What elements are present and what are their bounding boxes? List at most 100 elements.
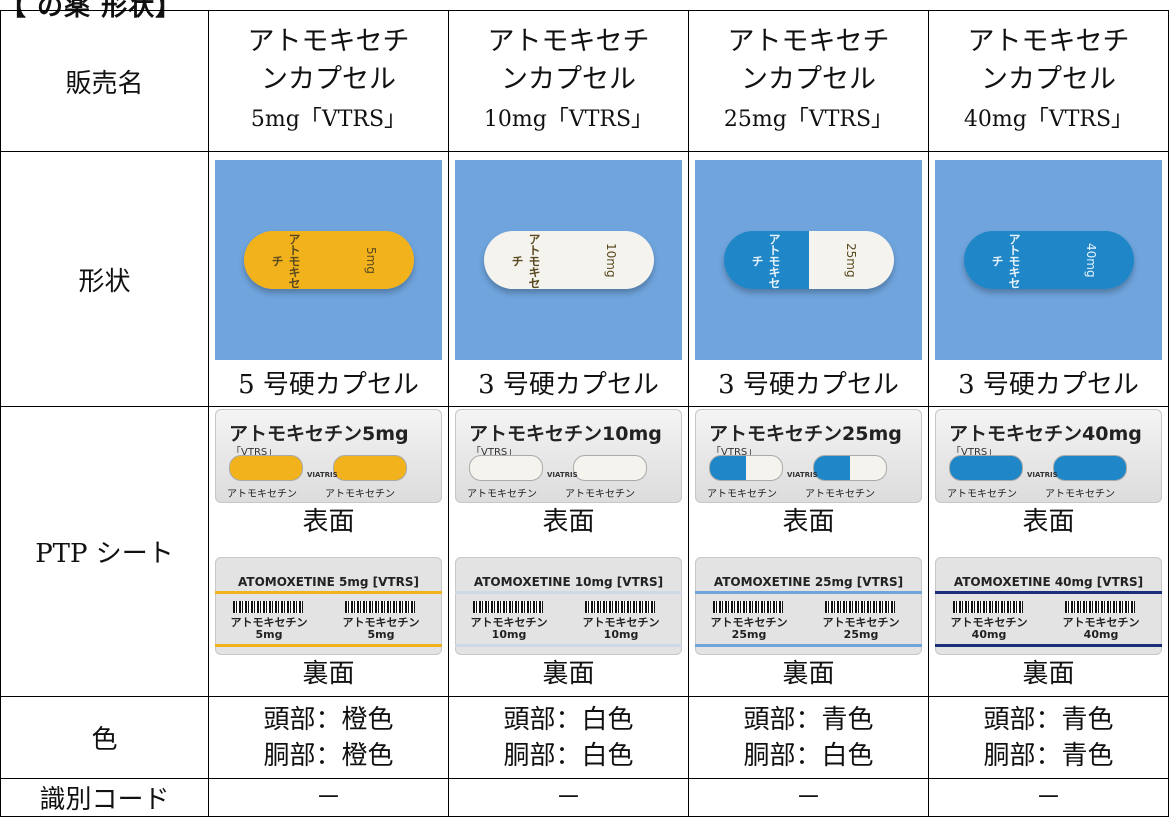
ptp-back-name: アトモキセチン: [470, 616, 548, 629]
ptp-back-band: [935, 644, 1162, 647]
capsule-photo: アトモキセチ 5mg: [215, 160, 442, 360]
capsule-type: 3 号硬カプセル: [718, 370, 899, 400]
row-id-code: 識別コード － － － －: [0, 778, 1169, 817]
name-line3: 40mg「VTRS」: [963, 107, 1134, 132]
capsule-body: 25mg: [808, 231, 894, 289]
ptp-front-caption: 表面: [1022, 507, 1075, 537]
ptp-back-caption: 裏面: [782, 659, 835, 689]
ptp-front-label: アトモキセチン: [565, 489, 635, 500]
cell-shape-25mg: アトモキセチ 25mg 3 号硬カプセル: [688, 151, 929, 407]
barcode: [1065, 601, 1135, 613]
color-head: 頭部：青色: [743, 704, 874, 735]
ptp-back-band: [455, 644, 682, 647]
ptp-back-title: ATOMOXETINE 25mg [VTRS]: [713, 575, 904, 589]
ptp-back-band: [695, 591, 922, 594]
color-body: 胴部：青色: [983, 740, 1114, 771]
capsule-head: アトモキセチ: [723, 231, 809, 289]
ptp-front-caption: 表面: [302, 507, 355, 537]
ptp-front-brand: VIATRIS: [1027, 471, 1058, 479]
ptp-front-image: アトモキセチン10mg 「VTRS」 VIATRIS アトモキセチン アトモキセ…: [455, 409, 682, 503]
label-sales-name: 販売名: [0, 10, 209, 152]
ptp-front-brand: VIATRIS: [787, 471, 818, 479]
cell-color-5mg: 頭部：橙色胴部：橙色: [208, 696, 449, 779]
ptp-pocket: [813, 455, 887, 481]
capsule-type: 5 号硬カプセル: [238, 370, 419, 400]
cell-color-25mg: 頭部：青色胴部：白色: [688, 696, 929, 779]
cell-color-40mg: 頭部：青色胴部：青色: [928, 696, 1169, 779]
color-body: 胴部：白色: [743, 740, 874, 771]
capsule-head: アトモキセチ: [963, 231, 1049, 289]
ptp-back-title: ATOMOXETINE 10mg [VTRS]: [473, 575, 664, 589]
color-head: 頭部：白色: [503, 704, 634, 735]
ptp-back-name: アトモキセチン: [710, 616, 788, 629]
cell-shape-10mg: アトモキセチ 10mg 3 号硬カプセル: [448, 151, 689, 407]
cell-code-25mg: －: [688, 778, 929, 817]
color-head: 頭部：橙色: [263, 704, 394, 735]
ptp-front-title: アトモキセチン25mg: [709, 423, 902, 445]
cell-ptp-10mg: アトモキセチン10mg 「VTRS」 VIATRIS アトモキセチン アトモキセ…: [448, 406, 689, 697]
ptp-back-caption: 裏面: [1022, 659, 1075, 689]
cell-shape-40mg: アトモキセチ 40mg 3 号硬カプセル: [928, 151, 1169, 407]
barcode: [345, 601, 415, 613]
capsule-photo: アトモキセチ 40mg: [935, 160, 1162, 360]
ptp-front-vtrs: 「VTRS」: [711, 447, 758, 458]
ptp-front-label: アトモキセチン: [947, 489, 1017, 500]
ptp-front-label: アトモキセチン: [1045, 489, 1115, 500]
capsule-image: アトモキセチ 25mg: [723, 231, 894, 289]
ptp-front-label: アトモキセチン: [707, 489, 777, 500]
ptp-back-name: アトモキセチン: [950, 616, 1028, 629]
ptp-pocket: [709, 455, 783, 481]
name-line2: ンカプセル: [741, 64, 876, 95]
barcode: [953, 601, 1023, 613]
cell-code-5mg: －: [208, 778, 449, 817]
row-ptp-sheet: PTP シート アトモキセチン5mg 「VTRS」 VIATRIS アトモキセチ…: [0, 406, 1169, 697]
ptp-front-vtrs: 「VTRS」: [951, 447, 998, 458]
capsule-body: 40mg: [1048, 231, 1134, 289]
ptp-back-name: アトモキセチン: [1062, 616, 1140, 629]
ptp-back-caption: 裏面: [302, 659, 355, 689]
ptp-back-band: [215, 644, 442, 647]
ptp-pocket: [949, 455, 1023, 481]
ptp-pocket: [1053, 455, 1127, 481]
cell-ptp-25mg: アトモキセチン25mg 「VTRS」 VIATRIS アトモキセチン アトモキセ…: [688, 406, 929, 697]
ptp-front-label: アトモキセチン: [805, 489, 875, 500]
ptp-front-vtrs: 「VTRS」: [231, 447, 278, 458]
name-line3: 10mg「VTRS」: [483, 107, 654, 132]
ptp-back-name: アトモキセチン: [822, 616, 900, 629]
capsule-head: アトモキセチ: [243, 231, 329, 289]
cell-ptp-5mg: アトモキセチン5mg 「VTRS」 VIATRIS アトモキセチン アトモキセチ…: [208, 406, 449, 697]
ptp-front-caption: 表面: [542, 507, 595, 537]
capsule-photo: アトモキセチ 25mg: [695, 160, 922, 360]
ptp-front-vtrs: 「VTRS」: [471, 447, 518, 458]
capsule-head: アトモキセチ: [483, 231, 569, 289]
name-line1: アトモキセチ: [487, 26, 650, 57]
capsule-body: 5mg: [328, 231, 414, 289]
capsule-photo: アトモキセチ 10mg: [455, 160, 682, 360]
ptp-back-dose: 10mg: [491, 628, 527, 641]
label-color: 色: [0, 696, 209, 779]
name-line1: アトモキセチ: [727, 26, 890, 57]
capsule-body: 10mg: [568, 231, 654, 289]
ptp-back-dose: 40mg: [971, 628, 1007, 641]
ptp-front-title: アトモキセチン10mg: [469, 423, 662, 445]
ptp-back-dose: 25mg: [843, 628, 879, 641]
ptp-front-caption: 表面: [782, 507, 835, 537]
row-color: 色 頭部：橙色胴部：橙色 頭部：白色胴部：白色 頭部：青色胴部：白色 頭部：青色…: [0, 696, 1169, 779]
capsule-type: 3 号硬カプセル: [478, 370, 659, 400]
ptp-back-name: アトモキセチン: [582, 616, 660, 629]
ptp-back-dose: 5mg: [367, 628, 395, 641]
barcode: [585, 601, 655, 613]
name-line1: アトモキセチ: [967, 26, 1130, 57]
ptp-pocket: [333, 455, 407, 481]
ptp-back-dose: 5mg: [255, 628, 283, 641]
ptp-front-title: アトモキセチン40mg: [949, 423, 1142, 445]
